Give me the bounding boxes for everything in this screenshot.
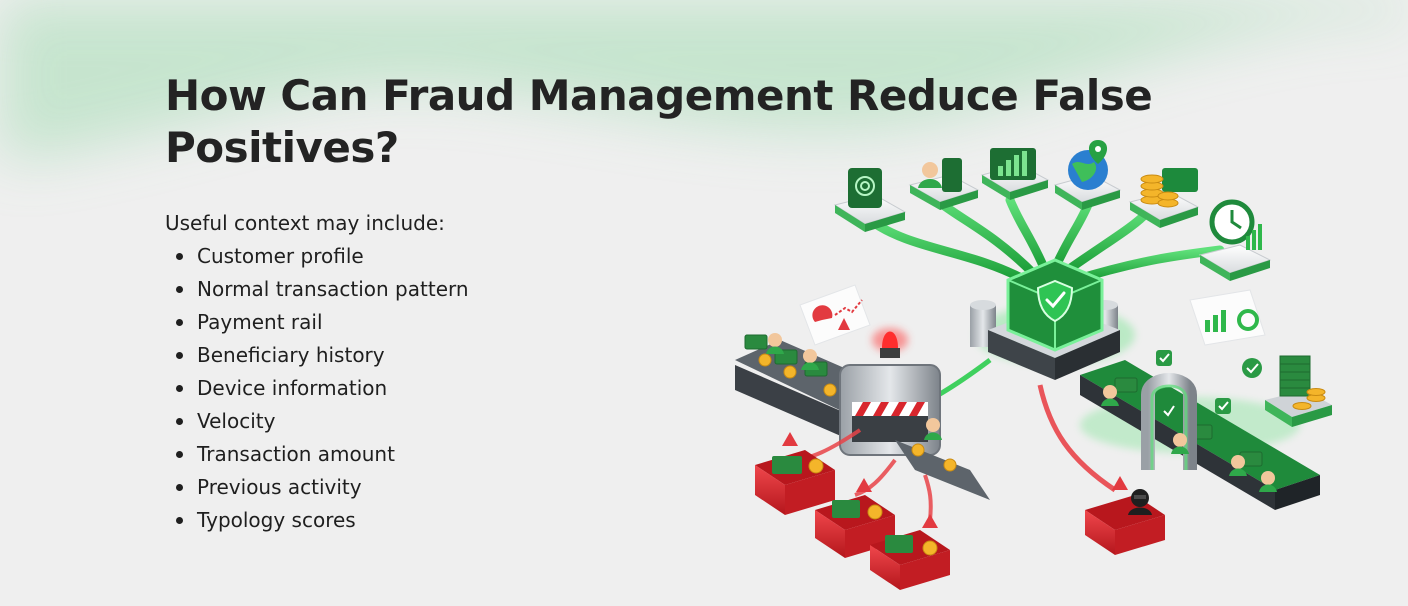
bullet-icon xyxy=(176,352,183,359)
check-badge-icon xyxy=(1215,398,1231,414)
user-profile-icon xyxy=(908,158,980,210)
context-intro: Useful context may include: xyxy=(165,211,445,235)
flagged-bin xyxy=(870,514,950,590)
list-item: Customer profile xyxy=(165,240,585,273)
fingerprint-device-icon xyxy=(833,168,907,232)
shield-check-icon xyxy=(1036,279,1074,323)
warning-stripes xyxy=(852,402,928,416)
context-list-section: Useful context may include: Customer pro… xyxy=(165,208,585,537)
flagged-bin xyxy=(755,432,835,515)
bullet-icon xyxy=(176,319,183,326)
list-item: Typology scores xyxy=(165,504,585,537)
check-badge-icon xyxy=(1156,350,1172,366)
list-item: Payment rail xyxy=(165,306,585,339)
list-item: Normal transaction pattern xyxy=(165,273,585,306)
screening-gate xyxy=(839,328,941,456)
alarm-light-icon xyxy=(872,328,908,358)
cash-stack xyxy=(1265,355,1332,427)
bullet-icon xyxy=(176,418,183,425)
ramp xyxy=(895,418,990,500)
chart-icon xyxy=(980,148,1050,200)
page-title: How Can Fraud Management Reduce False Po… xyxy=(165,71,1153,172)
clock-icon xyxy=(1198,199,1272,281)
globe-location-icon xyxy=(1053,140,1122,210)
bullet-icon xyxy=(176,517,183,524)
bullet-icon xyxy=(176,484,183,491)
bullet-icon xyxy=(176,253,183,260)
stats-card xyxy=(1189,289,1266,346)
central-hub xyxy=(970,258,1135,380)
list-item: Velocity xyxy=(165,405,585,438)
check-circle-icon xyxy=(1242,358,1262,378)
list-item: Transaction amount xyxy=(165,438,585,471)
list-item: Device information xyxy=(165,372,585,405)
bullet-icon xyxy=(176,286,183,293)
hacker-icon xyxy=(1128,489,1152,515)
bullet-icon xyxy=(176,385,183,392)
bullet-icon xyxy=(176,451,183,458)
flagged-bin xyxy=(815,478,895,558)
approval-gate xyxy=(1141,373,1197,470)
fraud-bin xyxy=(1085,476,1165,555)
alert-chart-card xyxy=(799,284,871,346)
list-item: Previous activity xyxy=(165,471,585,504)
context-list: Customer profile Normal transaction patt… xyxy=(165,240,585,537)
coins-card-icon xyxy=(1128,168,1200,228)
list-item: Beneficiary history xyxy=(165,339,585,372)
fraud-management-illustration xyxy=(735,140,1332,590)
